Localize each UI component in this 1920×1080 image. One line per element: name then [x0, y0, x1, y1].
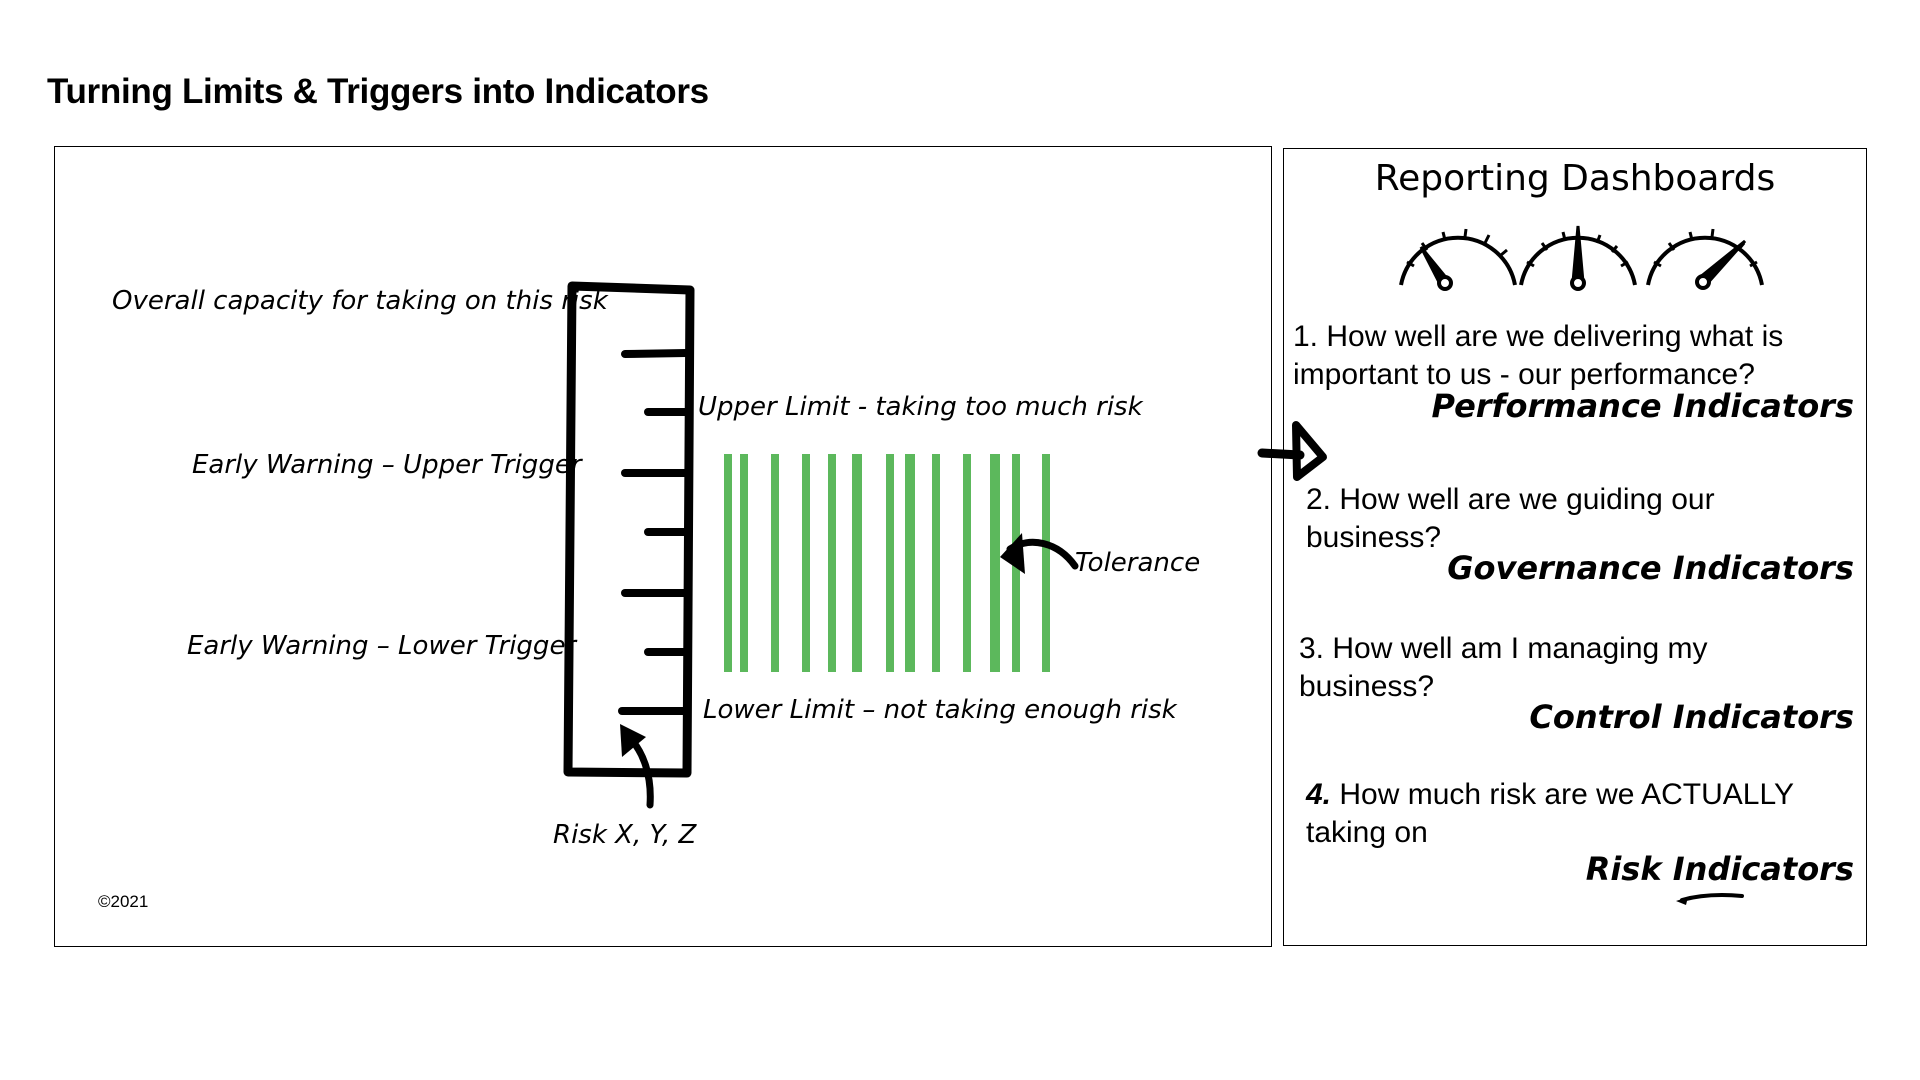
label-upper-trigger: Early Warning – Upper Trigger: [192, 450, 582, 480]
tolerance-stripe: [886, 454, 894, 672]
indicator-governance: Governance Indicators: [1447, 549, 1854, 587]
question-number: 3.: [1299, 632, 1325, 665]
label-risk: Risk X, Y, Z: [553, 820, 697, 850]
tolerance-stripe: [852, 454, 862, 672]
tolerance-stripe: [963, 454, 971, 672]
question-text: business?: [1306, 521, 1442, 554]
question-3: 3. How well am I managing my business?: [1299, 630, 1708, 706]
label-upper-limit: Upper Limit - taking too much risk: [698, 392, 1143, 422]
label-overall-capacity: Overall capacity for taking on this risk: [112, 286, 608, 316]
tolerance-arrow: [1000, 533, 1079, 574]
question-number: 4.: [1306, 778, 1332, 811]
question-text: How much risk are we ACTUALLY: [1339, 778, 1794, 811]
label-lower-trigger: Early Warning – Lower Trigger: [187, 631, 577, 661]
risk-indicators-underline: [1680, 893, 1744, 902]
ruler-ticks: [618, 349, 690, 715]
question-text: How well are we guiding our: [1339, 483, 1715, 516]
tolerance-stripe: [771, 454, 779, 672]
tolerance-stripe: [724, 454, 732, 672]
indicator-risk: Risk Indicators: [1585, 850, 1854, 888]
indicator-control: Control Indicators: [1529, 698, 1854, 736]
tolerance-band: [724, 454, 1050, 672]
question-text: How well are we delivering what is: [1326, 320, 1784, 353]
indicator-performance: Performance Indicators: [1431, 387, 1854, 425]
tolerance-stripe: [932, 454, 940, 672]
risk-ruler: [563, 281, 695, 778]
question-number: 1.: [1293, 320, 1319, 353]
risk-arrow: [620, 724, 654, 809]
limits-diagram-panel: [54, 146, 1272, 947]
tolerance-stripe: [990, 454, 1000, 672]
question-1: 1. How well are we delivering what is im…: [1293, 318, 1783, 394]
gauge-icon-2: [1519, 225, 1637, 291]
question-text: How well am I managing my: [1332, 632, 1708, 665]
reporting-dashboards-panel: [1283, 148, 1867, 946]
question-text: business?: [1299, 670, 1435, 703]
dashboard-title: Reporting Dashboards: [1374, 158, 1776, 199]
label-lower-limit: Lower Limit – not taking enough risk: [703, 695, 1177, 725]
question-text: taking on: [1306, 816, 1428, 849]
tolerance-stripe: [740, 454, 748, 672]
tolerance-stripe: [828, 454, 836, 672]
question-2: 2. How well are we guiding our business?: [1306, 481, 1715, 557]
tolerance-stripe: [1042, 454, 1050, 672]
dashboard-gauges: [1399, 225, 1764, 291]
tick-upper-long: [621, 349, 690, 358]
copyright-text: ©2021: [98, 892, 149, 911]
tolerance-stripe: [802, 454, 810, 672]
page-title: Turning Limits & Triggers into Indicator…: [47, 72, 709, 111]
gauge-icon-1: [1399, 228, 1517, 291]
question-number: 2.: [1306, 483, 1332, 516]
connector-arrow: [1257, 421, 1327, 481]
label-tolerance: Tolerance: [1075, 548, 1201, 578]
question-text: important to us - our performance?: [1293, 358, 1755, 391]
tolerance-stripe: [905, 454, 915, 672]
gauge-icon-3: [1646, 228, 1764, 290]
question-4: 4. How much risk are we ACTUALLY taking …: [1306, 776, 1794, 852]
